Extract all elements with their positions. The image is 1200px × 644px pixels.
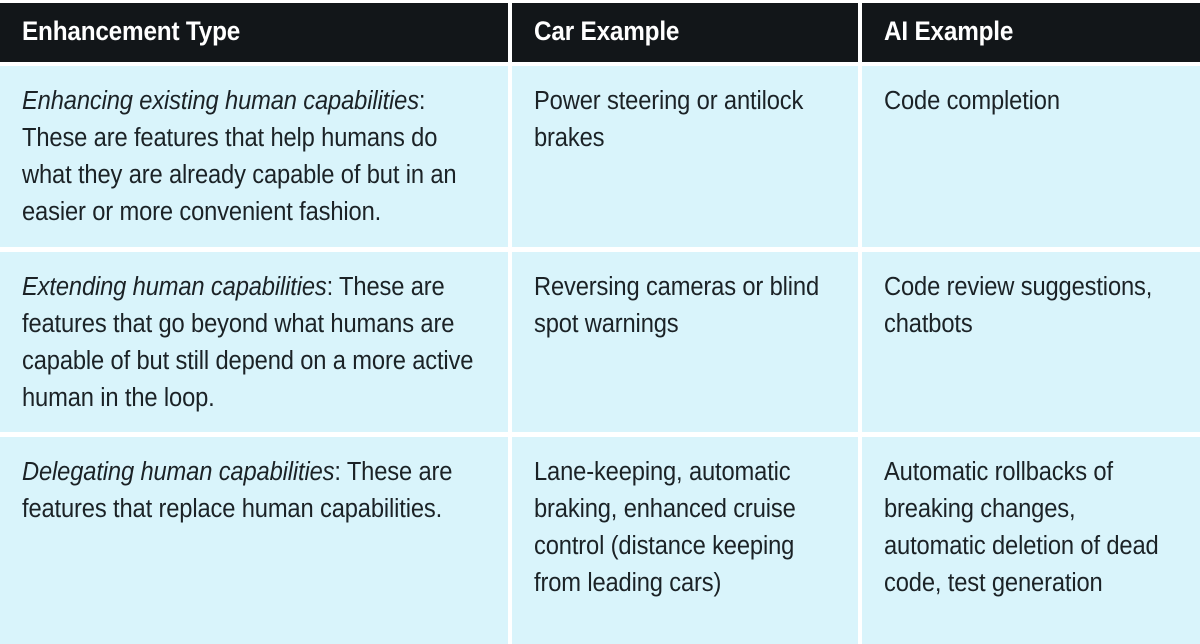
enhancement-type-lead: Enhancing existing human capabilities (22, 87, 419, 115)
enhancement-type-text: Enhancing existing human capabilities: T… (22, 83, 489, 231)
cell-ai-example: Code review suggestions, chatbots (862, 252, 1200, 432)
car-example-text: Lane-keeping, automatic braking, enhance… (533, 458, 796, 597)
cell-enhancement-type: Delegating human capabilities: These are… (0, 437, 508, 644)
table-header-row: Enhancement Type Car Example AI Example (0, 3, 1200, 62)
cell-enhancement-type: Enhancing existing human capabilities: T… (0, 66, 508, 247)
enhancement-type-lead: Delegating human capabilities (22, 458, 335, 486)
ai-example-text: Code completion (884, 87, 1061, 115)
car-example-text: Reversing cameras or blind spot warnings (533, 273, 819, 338)
column-header-car-example-label: Car Example (533, 15, 679, 46)
enhancement-type-text: Delegating human capabilities: These are… (22, 454, 489, 528)
ai-example-text: Code review suggestions, chatbots (884, 273, 1153, 338)
column-header-ai-example-label: AI Example (884, 15, 1014, 46)
column-header-enhancement-type: Enhancement Type (0, 3, 508, 62)
enhancement-type-description: : These are features that help humans do… (22, 87, 457, 226)
cell-car-example: Reversing cameras or blind spot warnings (511, 252, 859, 432)
column-header-enhancement-type-label: Enhancement Type (22, 15, 241, 46)
table-row: Delegating human capabilities: These are… (0, 437, 1200, 644)
enhancement-type-description: : These are features that go beyond what… (22, 273, 474, 412)
car-example-text: Power steering or antilock brakes (533, 87, 803, 152)
table-row: Extending human capabilities: These are … (0, 252, 1200, 432)
cell-enhancement-type: Extending human capabilities: These are … (0, 252, 508, 432)
cell-car-example: Power steering or antilock brakes (511, 66, 859, 247)
enhancement-type-text: Extending human capabilities: These are … (22, 269, 489, 417)
column-header-car-example: Car Example (511, 3, 859, 62)
cell-ai-example: Code completion (862, 66, 1200, 247)
table-row: Enhancing existing human capabilities: T… (0, 66, 1200, 247)
enhancement-type-description: : These are features that replace human … (22, 458, 453, 523)
enhancement-type-lead: Extending human capabilities (22, 273, 327, 301)
cell-ai-example: Automatic rollbacks of breaking changes,… (862, 437, 1200, 644)
column-header-ai-example: AI Example (862, 3, 1200, 62)
cell-car-example: Lane-keeping, automatic braking, enhance… (511, 437, 859, 644)
table-body: Enhancing existing human capabilities: T… (0, 66, 1200, 644)
ai-example-text: Automatic rollbacks of breaking changes,… (884, 458, 1159, 597)
